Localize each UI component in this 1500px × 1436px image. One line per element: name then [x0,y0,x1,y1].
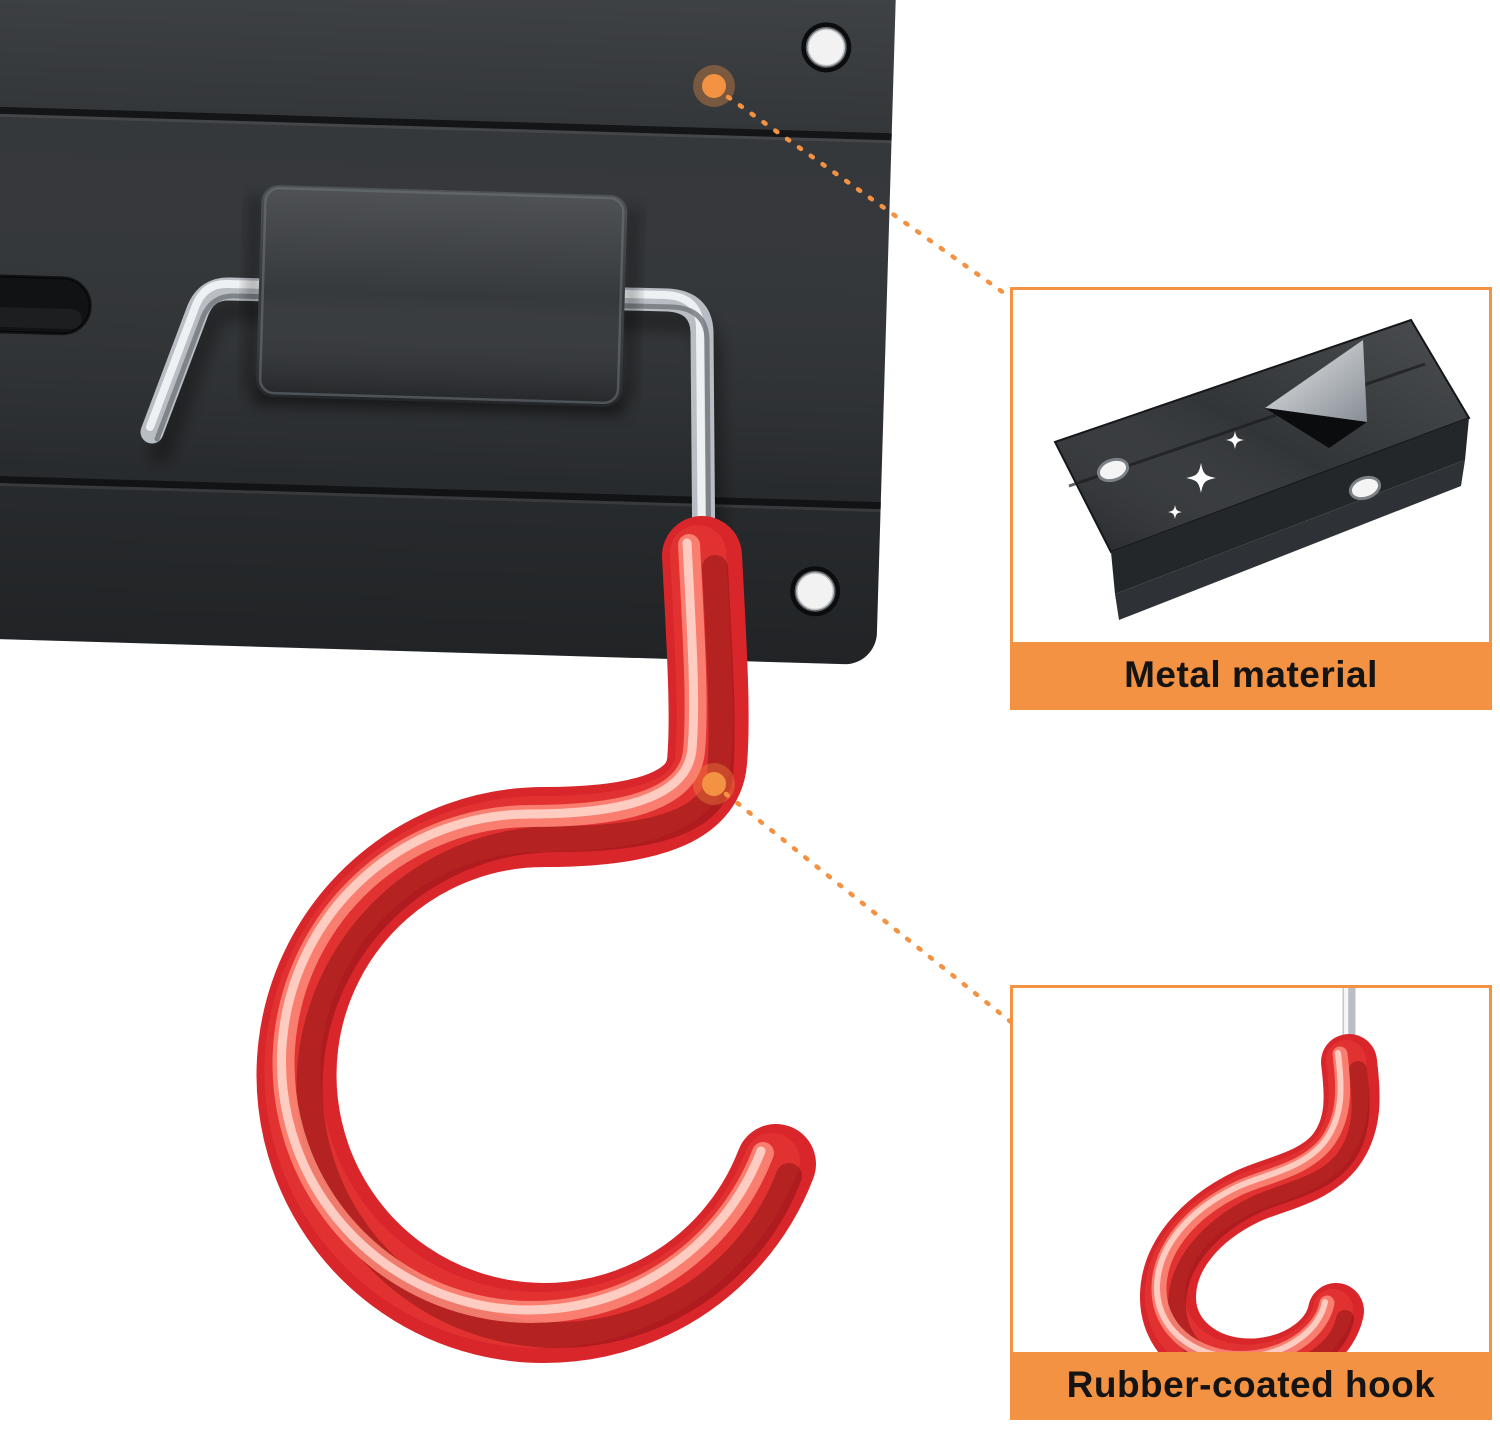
mini-rubber-hook [1140,1034,1380,1352]
connector-rubber [693,763,1014,1025]
callout-rubber-hook: Rubber-coated hook [1010,985,1492,1420]
rubber-hook-figure [1140,988,1380,1352]
screw-hole-top [801,22,852,73]
bracket-tab [243,185,640,416]
callout-rubber-figure [1013,988,1489,1352]
plate-crease-top [0,104,892,144]
mini-bracket [1053,318,1471,620]
connector-metal [693,65,1014,301]
sparkle-icon [1168,431,1244,519]
bracket-hole-right [1348,475,1382,501]
plate-crease-bottom [0,473,881,513]
callout-metal-figure [1013,290,1489,642]
mounting-slot [0,274,92,336]
callout-metal-label: Metal material [1013,642,1489,707]
mini-bracket-flange [1111,418,1469,594]
bracket-hole-left [1096,457,1130,483]
callout-metal-material: Metal material [1010,287,1492,710]
rubber-coated-hook [256,516,816,1363]
stamped-tab [1265,340,1367,448]
callout-rubber-label: Rubber-coated hook [1013,1352,1489,1417]
screw-hole-bottom [790,566,841,617]
metal-bracket-figure [1053,318,1471,620]
